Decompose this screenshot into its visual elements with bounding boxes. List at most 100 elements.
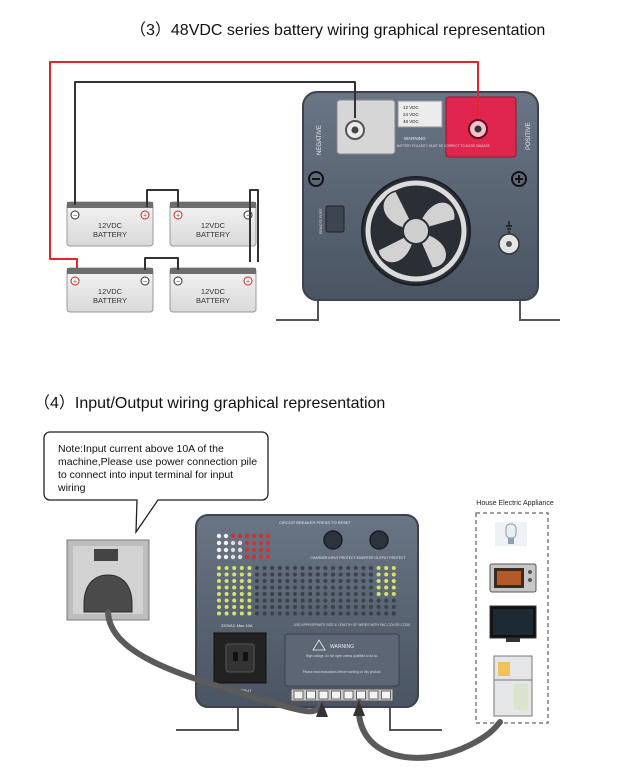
- battery-inverter: 12 VDC 24 VDC 48 VDC WARNING BATTERY POL…: [276, 91, 560, 321]
- battery-bank: +−12VDCBATTERY+−12VDCBATTERY+−12VDCBATTE…: [66, 201, 257, 313]
- warning-title: WARNING: [404, 136, 426, 141]
- light-bulb-icon: [495, 522, 527, 546]
- battery-label: BATTERY: [196, 296, 230, 305]
- wire-gauge-text: USE APPROPRIATE SIZE & LENGTH OF WIRES W…: [294, 623, 411, 627]
- input-cable: [105, 609, 324, 715]
- refrigerator-icon: [493, 655, 533, 717]
- battery-minus-icon: [70, 210, 80, 220]
- warning-triangle-icon: [312, 639, 326, 651]
- note-bubble: [43, 431, 269, 535]
- section3-title: （3）48VDC series battery wiring graphical…: [130, 22, 546, 39]
- television-icon: [489, 605, 537, 642]
- appliance-box: [475, 512, 549, 724]
- battery-plus-icon: [140, 210, 150, 220]
- led-indicator: [265, 533, 271, 539]
- battery-label: BATTERY: [93, 230, 127, 239]
- battery-minus-icon: [140, 276, 150, 286]
- led-indicator: [216, 547, 222, 553]
- led-indicator: [237, 533, 243, 539]
- led-indicator: [258, 554, 264, 560]
- battery-plus-icon: [70, 276, 80, 286]
- led-indicator: [216, 533, 222, 539]
- remote-port-label: REMOTE PORT: [319, 208, 323, 234]
- breaker-label: CIRCUIT BREAKER PRESS TO RESET: [279, 520, 352, 525]
- panel-warning-title: WARNING: [330, 644, 354, 650]
- led-indicator: [251, 533, 257, 539]
- svg-text:−: −: [176, 279, 180, 286]
- battery-label: 12VDC: [98, 287, 123, 296]
- led-indicator: [258, 547, 264, 553]
- led-indicator: [258, 533, 264, 539]
- led-indicator: [230, 540, 236, 546]
- led-indicator: [244, 533, 250, 539]
- svg-text:−: −: [73, 213, 77, 220]
- svg-text:−: −: [143, 279, 147, 286]
- led-indicator: [258, 540, 264, 546]
- output-cable: [355, 699, 503, 761]
- voltage-option: 24 VDC: [403, 112, 420, 117]
- fan-icon: [361, 176, 471, 286]
- battery-plus-icon: [173, 210, 183, 220]
- led-indicator: [265, 554, 271, 560]
- svg-text:−: −: [246, 213, 250, 220]
- minus-icon: [308, 171, 324, 187]
- led-indicator: [251, 547, 257, 553]
- inverter-breaker-button[interactable]: [369, 530, 389, 550]
- wall-socket: [66, 539, 150, 621]
- svg-text:+: +: [246, 279, 250, 286]
- panel-warning-line2: Please read instructions before working …: [303, 670, 382, 674]
- battery-label: 12VDC: [201, 287, 226, 296]
- io-terminal-strip: [290, 688, 394, 702]
- led-indicator: [216, 540, 222, 546]
- negative-label: NEGATIVE: [317, 125, 323, 155]
- led-indicator: [251, 554, 257, 560]
- warning-text: BATTERY POLARITY MUST BE CORRECT TO AVOI…: [397, 144, 490, 148]
- led-indicator: [223, 554, 229, 560]
- led-indicator: [230, 547, 236, 553]
- battery-minus-icon: [173, 276, 183, 286]
- inverter-protect-label: INVERTER OUTPUT PROTECT: [356, 556, 405, 560]
- socket-rating: 220VAC Max 10A: [221, 623, 253, 628]
- remote-port: [325, 205, 345, 233]
- charger-breaker-button[interactable]: [323, 530, 343, 550]
- svg-text:+: +: [73, 279, 77, 286]
- positive-label: POSITIVE: [526, 122, 532, 150]
- plus-icon: [511, 171, 527, 187]
- note-text: Note:Input current above 10A of the mach…: [58, 443, 258, 494]
- battery-label: BATTERY: [93, 296, 127, 305]
- led-indicator: [265, 540, 271, 546]
- led-indicator: [223, 540, 229, 546]
- oven-icon: [489, 563, 537, 593]
- battery-label: BATTERY: [196, 230, 230, 239]
- section4-title: （4）Input/Output wiring graphical represe…: [34, 395, 386, 412]
- svg-text:+: +: [176, 213, 180, 220]
- led-indicator: [251, 540, 257, 546]
- vent-holes: [217, 566, 396, 616]
- led-indicator: [237, 547, 243, 553]
- led-indicator: [244, 554, 250, 560]
- voltage-option: 48 VDC: [403, 119, 420, 124]
- led-indicator: [223, 533, 229, 539]
- led-indicator: [244, 540, 250, 546]
- voltage-option: 12 VDC: [403, 105, 420, 110]
- led-indicator: [237, 554, 243, 560]
- led-indicator: [244, 547, 250, 553]
- appliance-title: House Electric Appliance: [476, 500, 554, 507]
- battery-label: 12VDC: [98, 221, 123, 230]
- led-indicator: [230, 554, 236, 560]
- led-indicator: [265, 547, 271, 553]
- battery-wires: [49, 61, 479, 270]
- plug-icon: [83, 574, 133, 613]
- panel-warning-line1: High voltage, do not open unless qualifi…: [306, 654, 378, 658]
- led-indicator: [230, 533, 236, 539]
- charger-protect-label: CHARGER INPUT PROTECT: [310, 556, 355, 560]
- battery-label: 12VDC: [201, 221, 226, 230]
- svg-text:+: +: [143, 213, 147, 220]
- io-inverter: CIRCUIT BREAKER PRESS TO RESET CHARGER I…: [176, 514, 442, 731]
- led-indicator: [216, 554, 222, 560]
